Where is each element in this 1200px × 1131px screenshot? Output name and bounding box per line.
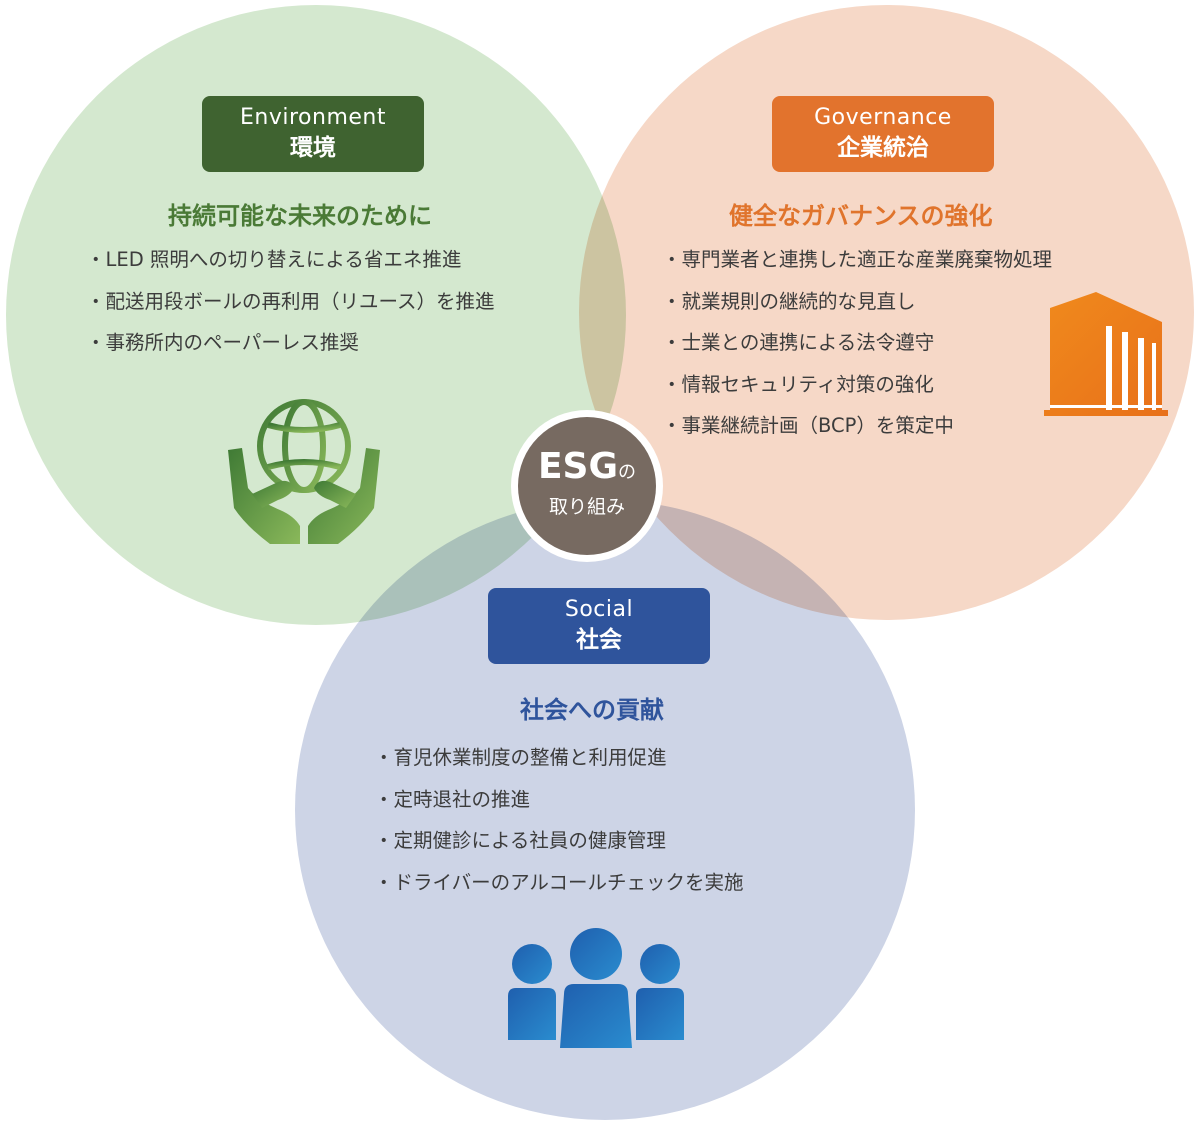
list-item: 専門業者と連携した適正な産業廃棄物処理 bbox=[662, 246, 1053, 288]
social-list: 育児休業制度の整備と利用促進 定時退社の推進 定期健診による社員の健康管理 ドラ… bbox=[374, 744, 744, 910]
environment-badge: Environment 環境 bbox=[202, 96, 424, 172]
list-item: 士業との連携による法令遵守 bbox=[662, 329, 1052, 371]
list-item: ドライバーのアルコールチェックを実施 bbox=[374, 869, 744, 911]
esg-title-particle: の bbox=[618, 462, 637, 483]
globe-in-hands-icon bbox=[228, 399, 380, 544]
governance-list: 専門業者と連携した適正な産業廃棄物処理 就業規則の継続的な見直し 士業との連携に… bbox=[662, 246, 1053, 454]
environment-badge-en: Environment bbox=[240, 105, 386, 130]
building-icon bbox=[1044, 292, 1168, 416]
list-item: 配送用段ボールの再利用（リユース）を推進 bbox=[86, 288, 495, 330]
esg-title: ESGの bbox=[518, 447, 656, 493]
esg-center-inner: ESGの 取り組み bbox=[518, 417, 656, 555]
list-item: 定期健診による社員の健康管理 bbox=[374, 827, 744, 869]
list-item: 育児休業制度の整備と利用促進 bbox=[374, 744, 744, 786]
social-badge: Social 社会 bbox=[488, 588, 710, 664]
governance-badge-en: Governance bbox=[814, 105, 952, 130]
esg-subtitle: 取り組み bbox=[548, 496, 625, 518]
social-heading: 社会への貢献 bbox=[520, 696, 664, 724]
list-item: 事務所内のペーパーレス推奨 bbox=[86, 329, 495, 371]
environment-list: LED 照明への切り替えによる省エネ推進 配送用段ボールの再利用（リユース）を推… bbox=[86, 246, 495, 371]
people-icon bbox=[508, 928, 684, 1048]
list-item: 定時退社の推進 bbox=[374, 786, 744, 828]
esg-title-main: ESG bbox=[537, 446, 619, 487]
governance-badge-jp: 企業統治 bbox=[837, 135, 929, 161]
list-item: LED 照明への切り替えによる省エネ推進 bbox=[86, 246, 495, 288]
list-item: 情報セキュリティ対策の強化 bbox=[662, 371, 1052, 413]
environment-heading: 持続可能な未来のために bbox=[168, 202, 432, 230]
list-item: 就業規則の継続的な見直し bbox=[662, 288, 1052, 330]
governance-heading: 健全なガバナンスの強化 bbox=[729, 202, 993, 230]
list-item: 事業継続計画（BCP）を策定中 bbox=[662, 412, 1052, 454]
social-badge-en: Social bbox=[564, 597, 634, 622]
esg-center-circle: ESGの 取り組み bbox=[511, 410, 663, 562]
social-badge-jp: 社会 bbox=[576, 627, 622, 653]
environment-badge-jp: 環境 bbox=[290, 135, 336, 161]
governance-badge: Governance 企業統治 bbox=[772, 96, 994, 172]
